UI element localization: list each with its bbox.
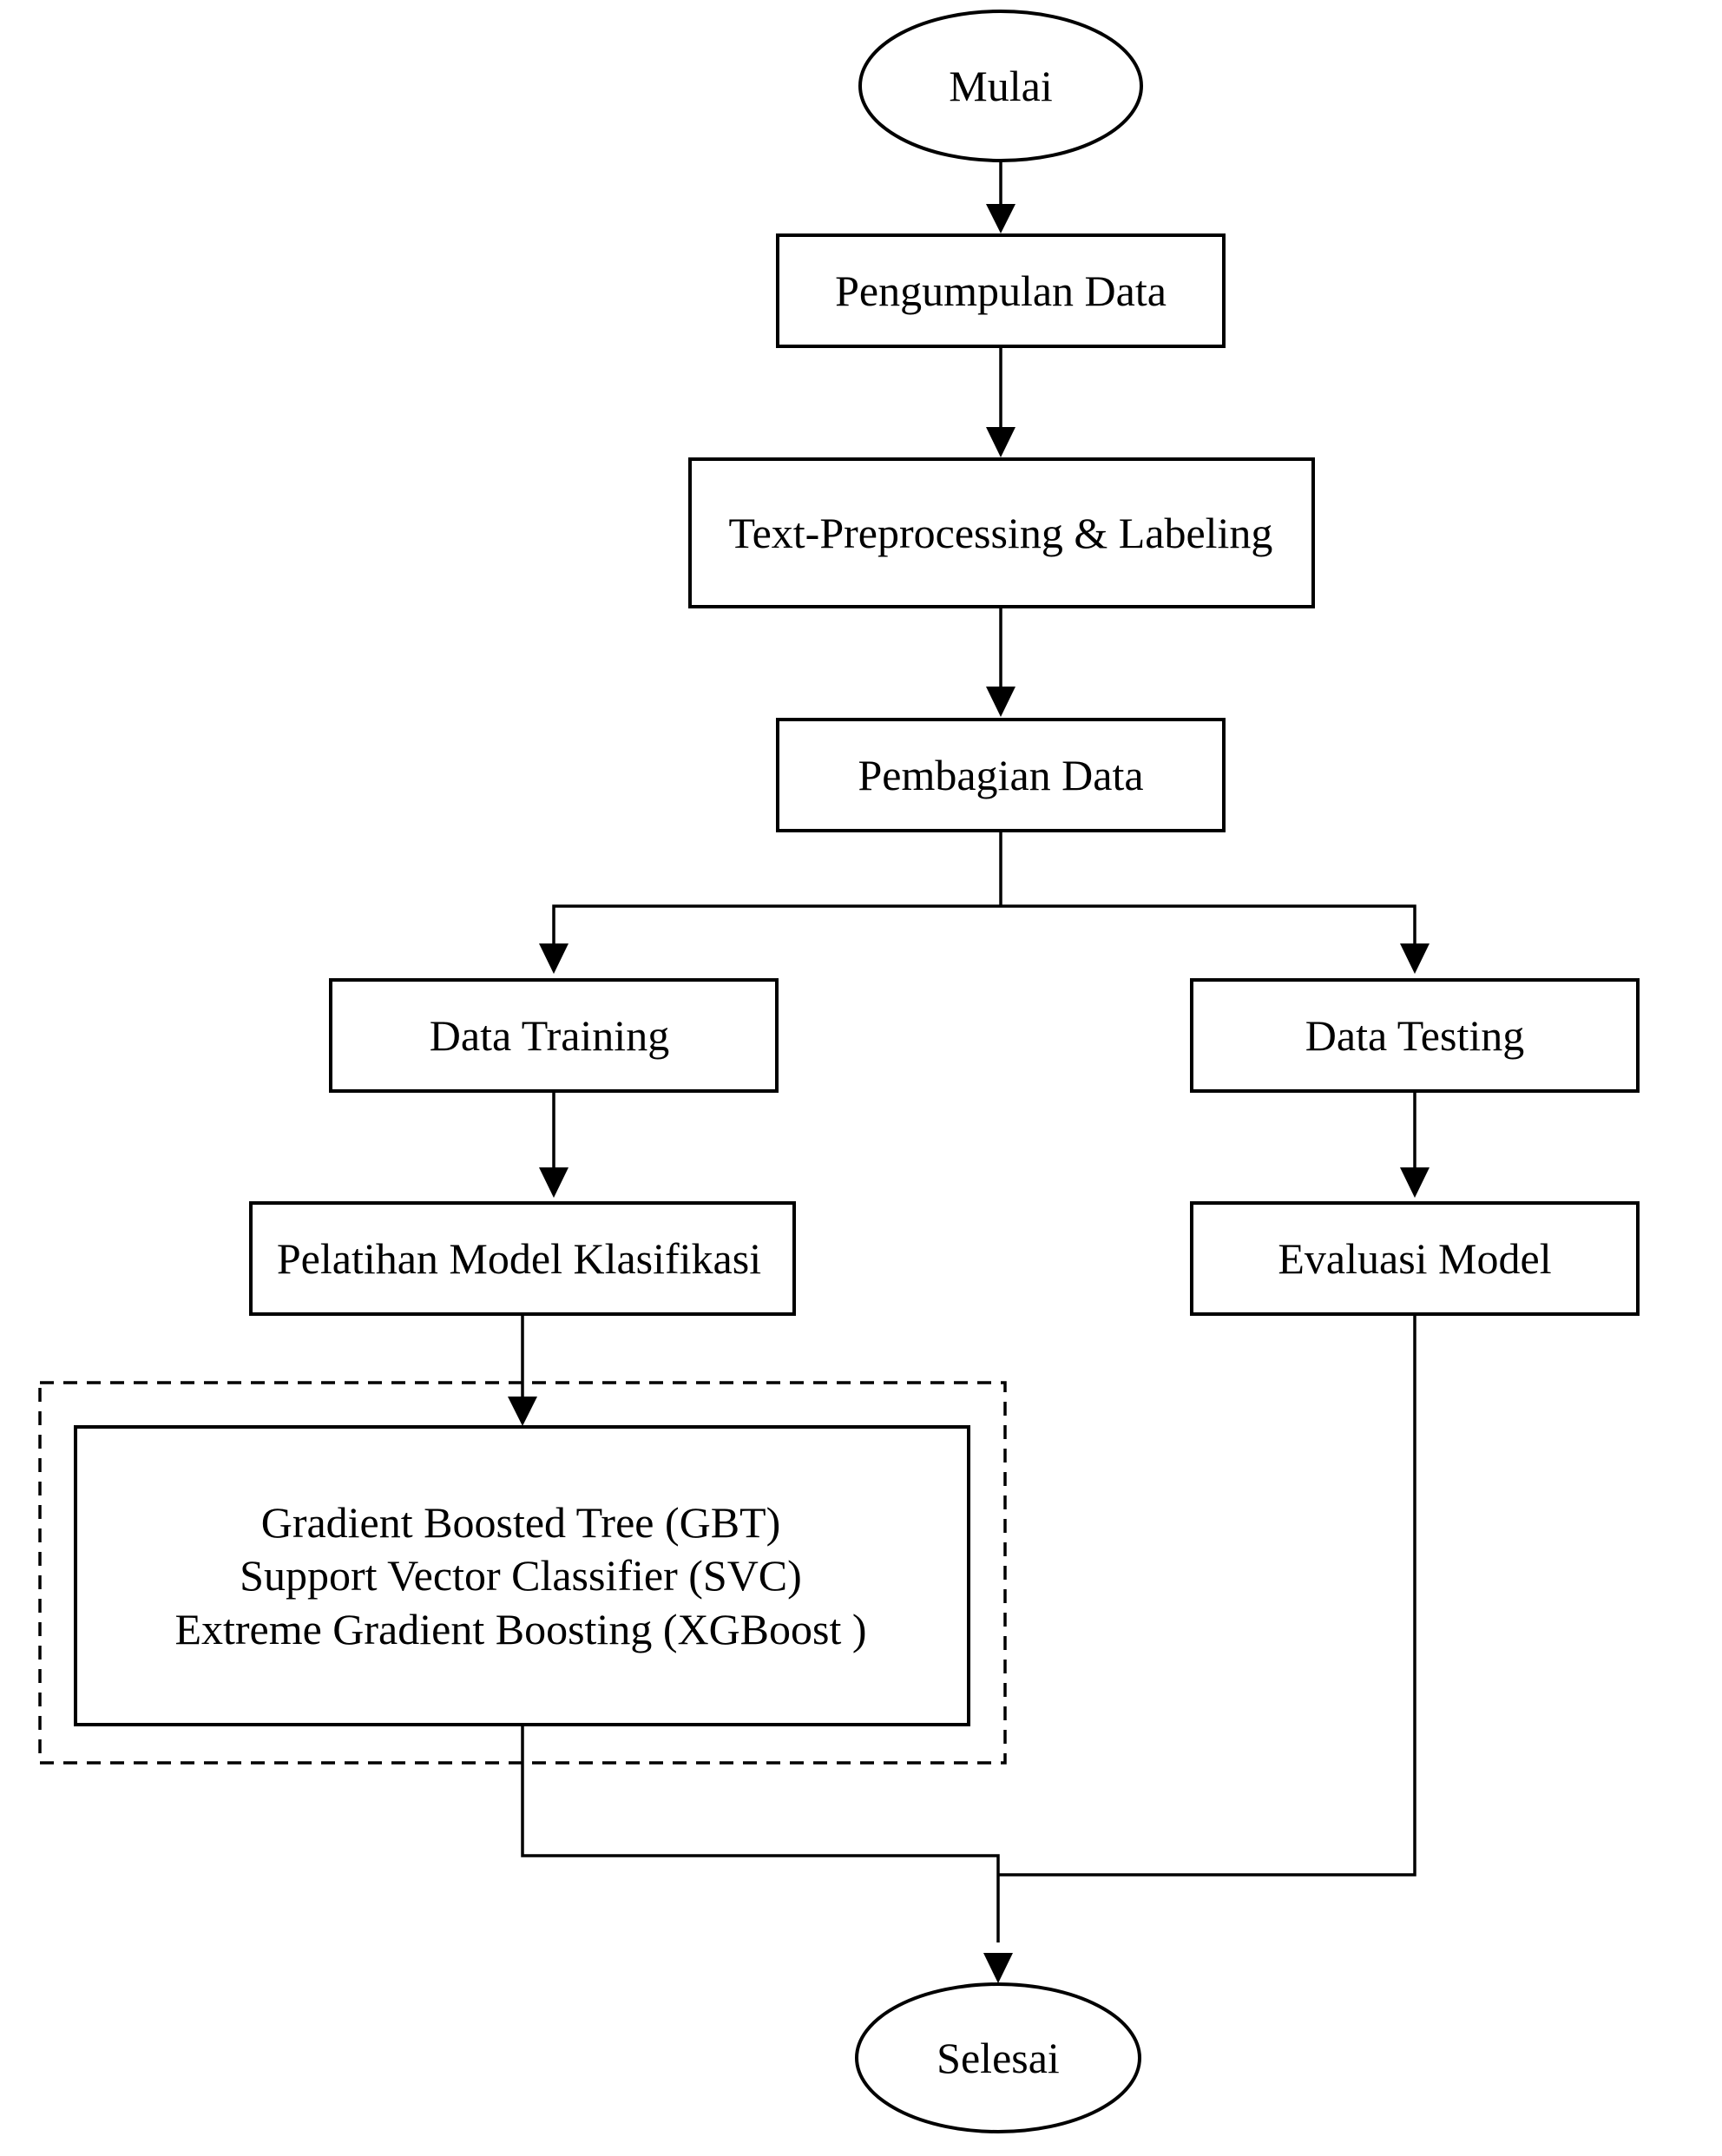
arrowhead bbox=[983, 1953, 1013, 1983]
data-training-node: Data Training bbox=[329, 978, 779, 1093]
classifier-xgboost-label: Extreme Gradient Boosting (XGBoost ) bbox=[174, 1605, 866, 1653]
end-terminator-shape bbox=[855, 1982, 1141, 2133]
arrowhead bbox=[1400, 943, 1430, 974]
start-label: Mulai bbox=[949, 62, 1052, 110]
arrowhead bbox=[539, 1167, 569, 1198]
edge-evaluate-to-end bbox=[998, 1315, 1416, 1877]
preprocess-label: Text-Preprocessing & Labeling bbox=[729, 509, 1273, 557]
arrowhead bbox=[508, 1397, 537, 1426]
edge-split-branch bbox=[552, 832, 1416, 958]
start-node: Mulai bbox=[858, 10, 1143, 162]
data-training-label: Data Training bbox=[430, 1011, 669, 1060]
edge-models-to-end bbox=[521, 1725, 1000, 1942]
arrowhead bbox=[1400, 1167, 1430, 1198]
edges bbox=[521, 161, 1416, 1942]
preprocess-box bbox=[688, 457, 1315, 608]
classifier-list-box bbox=[74, 1425, 970, 1726]
split-data-node: Pembagian Data bbox=[776, 718, 1226, 832]
split-data-box bbox=[776, 718, 1226, 832]
arrowheads bbox=[508, 204, 1430, 1983]
model-evaluation-node: Evaluasi Model bbox=[1190, 1201, 1640, 1316]
collect-data-label: Pengumpulan Data bbox=[835, 266, 1167, 315]
data-training-box bbox=[329, 978, 779, 1093]
classifier-gbt-label: Gradient Boosted Tree (GBT) bbox=[261, 1498, 781, 1547]
model-training-node: Pelatihan Model Klasifikasi bbox=[249, 1201, 796, 1316]
collect-data-box bbox=[776, 233, 1226, 348]
classifier-list-node: Gradient Boosted Tree (GBT) Support Vect… bbox=[74, 1425, 970, 1726]
model-training-box bbox=[249, 1201, 796, 1316]
split-data-label: Pembagian Data bbox=[858, 751, 1143, 799]
model-evaluation-label: Evaluasi Model bbox=[1278, 1234, 1551, 1283]
arrowhead bbox=[986, 204, 1015, 233]
classifier-svc-label: Support Vector Classifier (SVC) bbox=[240, 1551, 802, 1600]
preprocess-node: Text-Preprocessing & Labeling bbox=[688, 457, 1315, 608]
start-terminator-shape bbox=[858, 10, 1143, 162]
arrowhead bbox=[986, 427, 1015, 457]
data-testing-box bbox=[1190, 978, 1640, 1093]
model-training-label: Pelatihan Model Klasifikasi bbox=[277, 1234, 761, 1283]
end-node: Selesai bbox=[855, 1982, 1141, 2133]
data-testing-node: Data Testing bbox=[1190, 978, 1640, 1093]
model-evaluation-box bbox=[1190, 1201, 1640, 1316]
collect-data-node: Pengumpulan Data bbox=[776, 233, 1226, 348]
arrowhead bbox=[539, 943, 569, 974]
end-label: Selesai bbox=[937, 2034, 1060, 2082]
arrowhead bbox=[986, 687, 1015, 717]
data-testing-label: Data Testing bbox=[1305, 1011, 1524, 1060]
